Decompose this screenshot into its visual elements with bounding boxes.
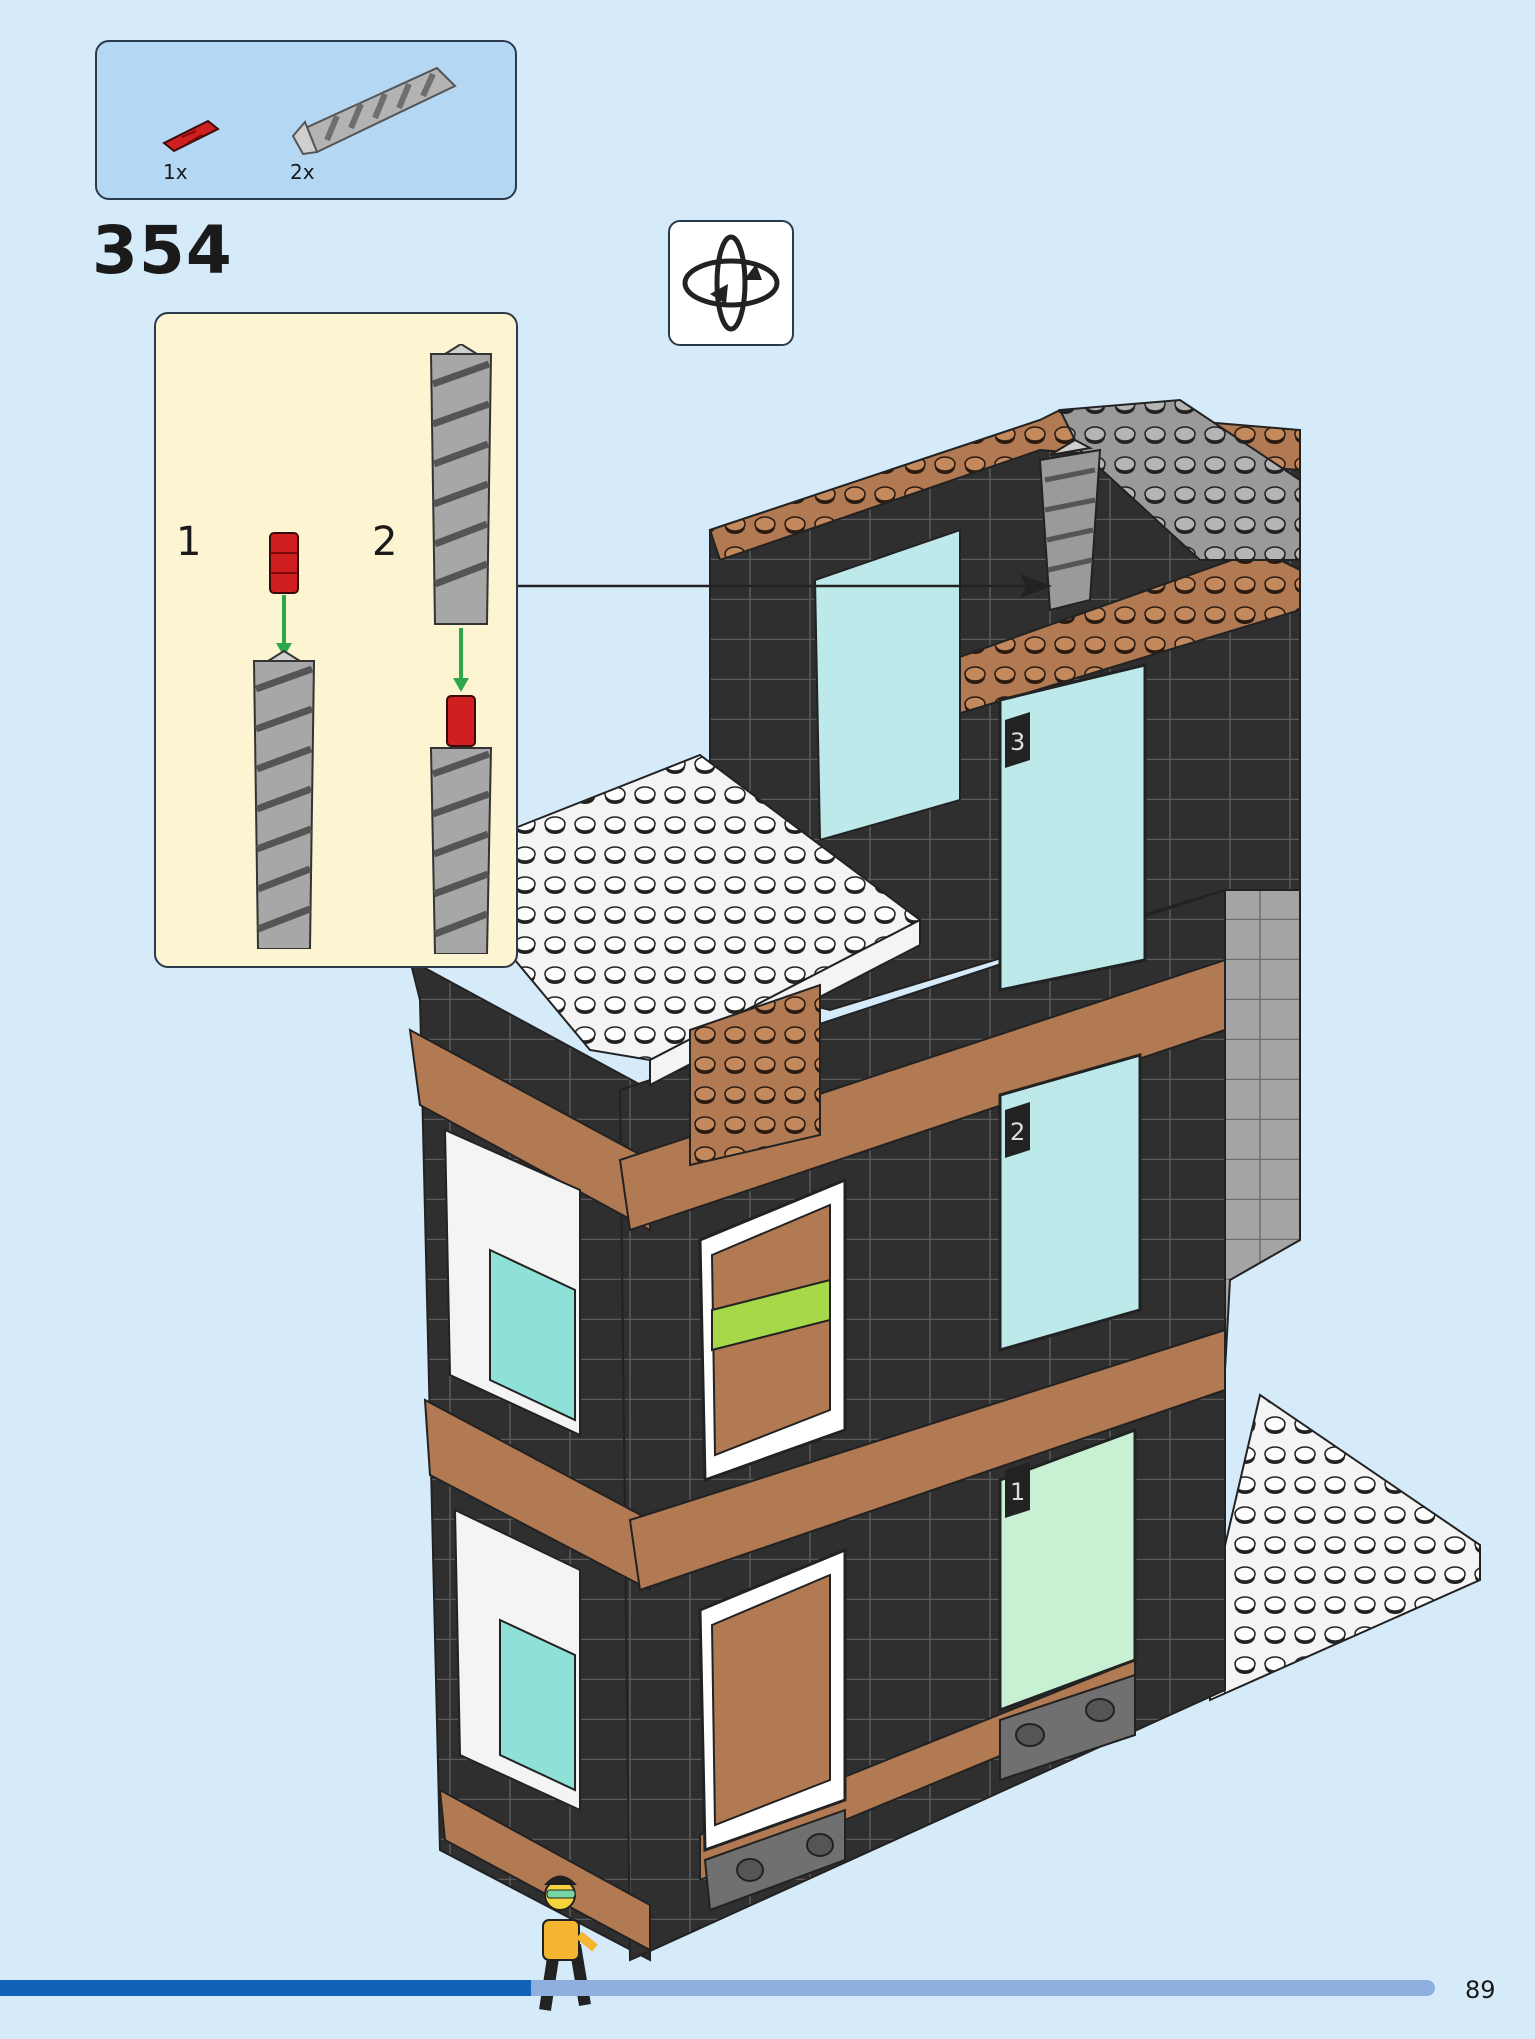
floor-label-2: 2 xyxy=(1010,1118,1025,1146)
red-dynamite-icon xyxy=(162,119,220,153)
parts-list-box: 1x 2x xyxy=(95,40,517,200)
substep-number-2: 2 xyxy=(372,519,398,565)
substep-number-1: 1 xyxy=(176,519,202,565)
substep-1-illustration xyxy=(252,532,316,949)
rotate-model-icon xyxy=(682,234,780,332)
floor-label-3: 3 xyxy=(1010,728,1025,756)
step-number: 354 xyxy=(92,212,233,289)
rotate-model-hint xyxy=(668,220,794,346)
part-qty-2: 2x xyxy=(290,160,315,184)
floor-label-1: 1 xyxy=(1010,1478,1025,1506)
substep-2-illustration xyxy=(429,344,493,954)
page-number: 89 xyxy=(1465,1976,1496,2004)
drill-bit-piece-icon xyxy=(291,66,457,156)
placed-drill-bit-icon xyxy=(1038,438,1102,612)
progress-bar xyxy=(0,1980,1435,1996)
substep-box: 1 2 xyxy=(154,312,518,968)
progress-fill xyxy=(0,1980,531,1996)
part-qty-1: 1x xyxy=(163,160,188,184)
